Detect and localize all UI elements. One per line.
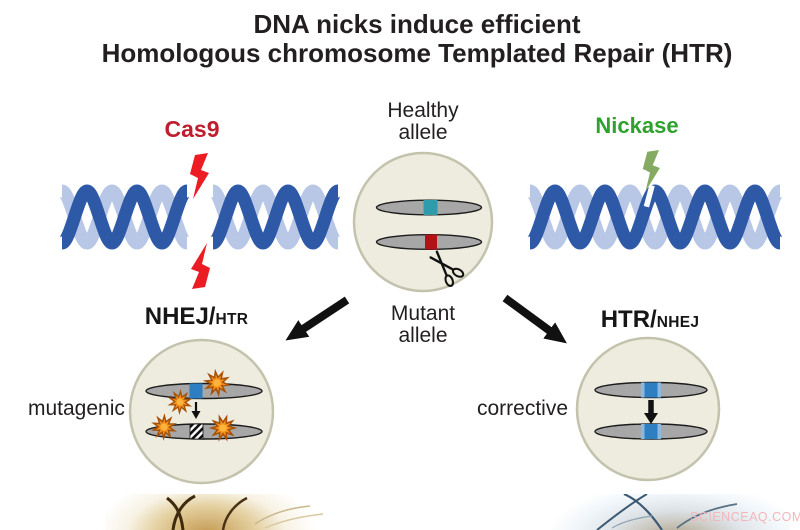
right-dna-helix [526, 184, 784, 250]
healthy-allele-chromosome [375, 199, 483, 216]
fly-photo-left [105, 494, 330, 530]
htr-label-main: HTR/ [600, 306, 657, 333]
nickase-label: Nickase [595, 113, 679, 138]
cas9-bolt-top-icon [190, 153, 209, 199]
mutated-allele-hatched-box [189, 423, 204, 440]
cas9-bolt-bottom-icon [191, 243, 210, 289]
corrective-label: corrective [477, 397, 569, 420]
outcome-arrow-left [285, 296, 350, 341]
mutagenic-label: mutagenic [28, 397, 125, 420]
figure-title: DNA nicks induce efficient Homologous ch… [40, 10, 794, 68]
mutant-allele-chromosome [375, 233, 483, 250]
htr-nhej-label: HTR/NHEJ [580, 306, 720, 334]
scissors-icon [429, 250, 465, 288]
nhej-outcome-cell [128, 338, 275, 485]
nhej-label-main: NHEJ/ [144, 303, 216, 330]
left-dna-helix [58, 184, 342, 250]
outcome-arrow-right [502, 294, 567, 344]
watermark: SCIENCEAQ.COM [690, 510, 800, 524]
fly-photo-right [552, 494, 790, 530]
htr-bottom-chromosome [594, 423, 708, 440]
htr-label-sub: NHEJ [656, 314, 700, 331]
fly-bristles-right [596, 494, 738, 530]
center-cell [352, 151, 494, 293]
htr-outcome-cell [575, 336, 721, 482]
cas9-label: Cas9 [164, 116, 220, 142]
fly-bristles-left [166, 494, 324, 530]
nhej-htr-label: NHEJ/HTR [124, 303, 269, 331]
htr-top-chromosome [594, 381, 708, 399]
nhej-top-chromosome [145, 382, 263, 400]
dna-nick-gap [643, 184, 655, 208]
title-line-2: Homologous chromosome Templated Repair (… [101, 38, 733, 68]
nhej-label-sub: HTR [215, 311, 249, 328]
mutant-allele-label: Mutant allele [390, 302, 456, 347]
healthy-allele-label: Healthy allele [387, 99, 459, 144]
title-line-1: DNA nicks induce efficient [253, 9, 581, 39]
